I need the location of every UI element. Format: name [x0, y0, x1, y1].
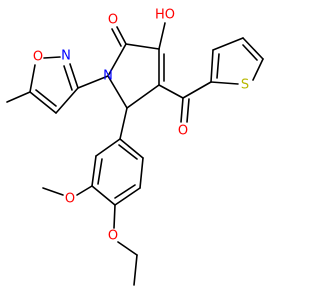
atom-label-lactam-oxygen: O	[108, 13, 118, 28]
atom-label-thiophene-sulfur: S	[241, 78, 249, 93]
atom-label-ring-nitrogen: N	[103, 69, 113, 84]
bond-iso-n-o	[43, 56, 61, 59]
bond-ethoxy-ch3	[133, 254, 138, 286]
bond-c5-phenyl	[119, 107, 128, 140]
bond-ph-c6-c1	[119, 138, 144, 159]
bond-c4-ck	[158, 84, 184, 99]
bond-ethoxy-ch2	[117, 241, 138, 256]
bond-c3-oh	[158, 22, 166, 50]
bond-iso-c4-c3	[55, 87, 79, 114]
bond-c4-c5	[126, 84, 160, 109]
bond-c2-c3	[125, 43, 160, 50]
bond-iso-c3-n	[69, 63, 79, 89]
bond-iso-methyl	[6, 91, 31, 103]
bond-th-c5-s	[252, 58, 264, 81]
bond-th-c2-c3	[210, 49, 214, 83]
atom-label-ethoxy-oxygen: O	[108, 229, 118, 244]
bond-th-s-c2	[210, 81, 239, 85]
bond-c2-o-carbonyl	[116, 26, 127, 45]
molecule-structure-diagram: HO O N N O O S O O	[6, 8, 264, 286]
bond-ph-c2-c3-double	[97, 158, 103, 185]
bond-iso-c3-n-double	[63, 65, 73, 91]
bond-th-c3-c4	[212, 37, 244, 51]
atom-label-layer: HO O N N O O S O O	[33, 8, 249, 244]
bond-ph-c4-c5-double	[114, 184, 136, 199]
atom-label-isoxazole-nitrogen: N	[61, 49, 71, 64]
bond-ck-thiophene	[182, 81, 212, 99]
bond-layer	[6, 22, 264, 286]
bond-ph-c4-c5	[114, 187, 141, 206]
atom-label-ketone-oxygen: O	[178, 124, 188, 139]
bond-ck-o	[180, 97, 184, 123]
bond-ph-c3-c4	[91, 185, 116, 206]
bond-ck-o-double	[186, 98, 190, 123]
bond-ph-c1-c2	[95, 138, 121, 157]
bond-iso-c5-c4	[29, 91, 57, 114]
bond-th-c2-c3-double	[216, 53, 220, 79]
bond-n1-c2	[107, 43, 127, 77]
bond-n1-isoxazole	[77, 75, 109, 89]
bond-c2-o-carbonyl-double	[111, 28, 122, 47]
bond-c5-n1	[107, 75, 128, 109]
atom-label-isoxazole-oxygen: O	[33, 50, 43, 65]
bond-th-c4-c5	[242, 37, 264, 60]
atom-label-hydroxyl: HO	[155, 8, 175, 23]
bond-methoxy-ch3	[42, 187, 64, 196]
atom-label-methoxy-oxygen: O	[65, 192, 75, 207]
bond-ph-o-methoxy	[76, 185, 93, 196]
bond-iso-o-c5	[29, 64, 36, 93]
bond-iso-c5-c4-double	[35, 89, 57, 107]
bond-ph-c6-c1-double	[118, 144, 138, 160]
bond-ph-c5-c6	[139, 157, 144, 189]
bond-th-c4-c5-double	[242, 44, 258, 61]
bond-ph-o-ethoxy	[113, 204, 116, 229]
bond-ph-c2-c3	[91, 155, 97, 187]
